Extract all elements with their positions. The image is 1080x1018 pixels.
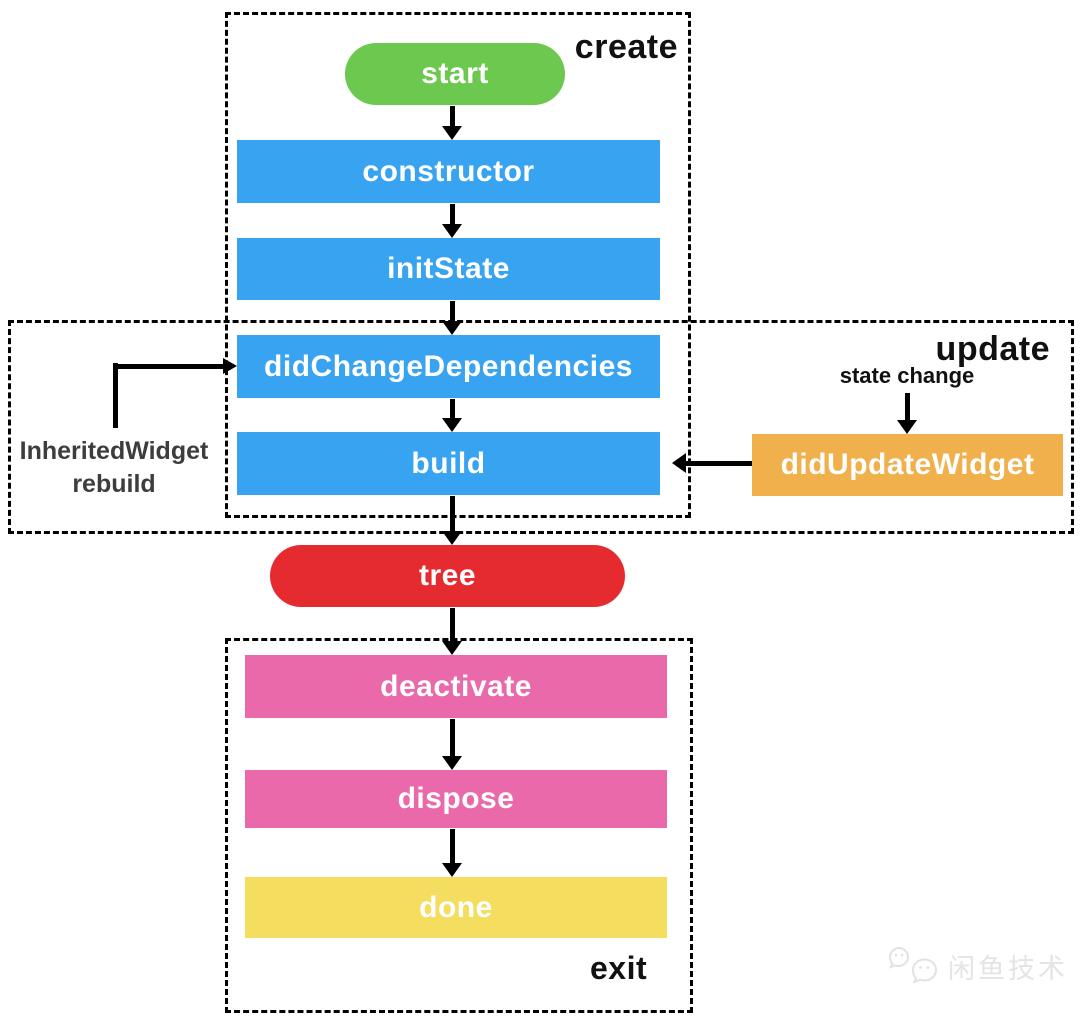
region-exit	[225, 638, 693, 1013]
node-tree: tree	[270, 545, 625, 607]
watermark: 闲鱼技术	[888, 944, 1068, 988]
wechat-bubbles-icon	[888, 944, 940, 988]
arrow-dispose-done	[442, 829, 462, 877]
state-change-label: state change	[839, 363, 975, 388]
node-constructor: constructor	[237, 140, 660, 203]
region-create	[225, 12, 691, 518]
node-didupdatewidget: didUpdateWidget	[752, 434, 1063, 496]
arrow-start-constructor	[442, 106, 462, 140]
inheritedwidget-line2: rebuild	[72, 469, 156, 498]
region-exit-label: exit	[590, 950, 648, 986]
node-dispose: dispose	[245, 770, 667, 828]
node-didchangedependencies: didChangeDependencies	[237, 335, 660, 398]
watermark-text: 闲鱼技术	[948, 953, 1068, 984]
arrow-build-tree	[442, 496, 462, 545]
arrow-inheritedwidget-segment	[113, 363, 118, 428]
arrow-constructor-initstate	[442, 204, 462, 238]
inheritedwidget-rebuild-label: InheritedWidget rebuild	[8, 435, 220, 500]
node-done: done	[245, 877, 667, 938]
node-deactivate: deactivate	[245, 655, 667, 718]
inheritedwidget-line1: InheritedWidget	[19, 437, 209, 465]
arrow-tree-deactivate	[442, 608, 462, 655]
arrow-statechange-didupdatewidget	[897, 393, 917, 434]
arrow-didupdatewidget-build	[672, 453, 752, 473]
arrow-inheritedwidget-didchangedependencies	[113, 358, 237, 374]
node-start: start	[345, 43, 565, 105]
region-update-label: update	[935, 330, 1050, 368]
region-create-label: create	[574, 28, 678, 66]
arrow-initstate-didchangedependencies	[442, 301, 462, 335]
node-initstate: initState	[237, 238, 660, 300]
node-build: build	[237, 432, 660, 495]
region-update	[8, 320, 1074, 534]
arrow-deactivate-dispose	[442, 719, 462, 770]
arrow-didchangedependencies-build	[442, 399, 462, 432]
